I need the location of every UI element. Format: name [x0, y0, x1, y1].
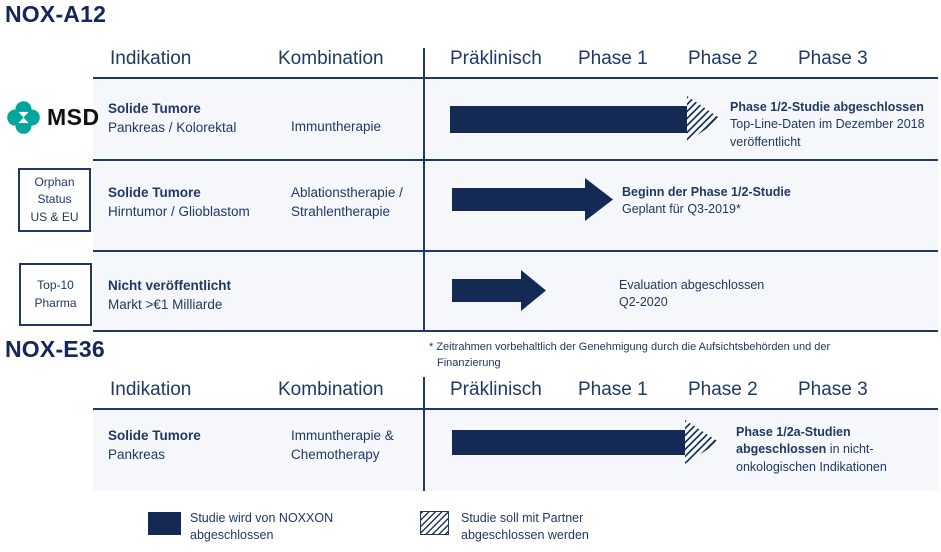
status-note-text: Top-Line-Daten im Dezember 2018 veröffen…: [730, 117, 925, 149]
section-title-nox-a12: NOX-A12: [5, 1, 107, 27]
indication-cell: Solide Tumore Pankreas / Kolorektal: [108, 99, 278, 137]
row-divider: [93, 159, 938, 161]
combination-cell: Immuntherapie: [291, 119, 382, 134]
arrow-bar: [452, 188, 585, 211]
progress-arrow-row1: [450, 96, 721, 142]
column-header-phase2: Phase 2: [688, 48, 758, 69]
hatched-arrowhead: [685, 420, 719, 464]
arrow-bar: [452, 429, 685, 455]
orphan-status-badge: Orphan Status US & EU: [18, 168, 91, 232]
status-note: Phase 1/2a-Studien abgeschlossen in nich…: [736, 424, 931, 476]
status-note-title: Beginn der Phase 1/2-Studie: [622, 185, 791, 199]
column-header-praeklinisch: Präklinisch: [450, 48, 542, 69]
table-bottom-line: [93, 330, 938, 332]
indication-sub: Hirntumor / Glioblastom: [108, 204, 250, 220]
indication-main: Nicht veröffentlicht: [108, 278, 232, 293]
status-note: Beginn der Phase 1/2-Studie Geplant für …: [622, 184, 862, 219]
column-header-phase3: Phase 3: [798, 48, 868, 69]
legend-solid-label: Studie wird von NOXXON abgeschlossen: [190, 511, 334, 542]
solid-arrowhead: [521, 270, 546, 311]
indication-sub: Pankreas: [108, 447, 166, 463]
column-header-kombination: Kombination: [278, 379, 384, 400]
indication-main: Solide Tumore: [108, 185, 201, 200]
hatched-arrowhead: [687, 96, 721, 142]
combination-cell: Ablationstherapie / Strahlentherapie: [291, 185, 403, 220]
legend-hatched-swatch: [420, 511, 449, 535]
progress-arrow-row2: [452, 178, 613, 221]
status-note-title: Phase 1/2-Studie abgeschlossen: [730, 100, 924, 114]
legend-solid-swatch: [148, 512, 181, 535]
indication-main: Solide Tumore: [108, 428, 201, 443]
msd-clover-icon: [7, 101, 40, 134]
progress-arrow-row3: [452, 270, 546, 311]
status-note-text: Geplant für Q3-2019*: [622, 202, 741, 217]
indication-cell: Solide Tumore Hirntumor / Glioblastom: [108, 183, 288, 221]
column-header-phase3: Phase 3: [798, 379, 868, 400]
status-note: Phase 1/2-Studie abgeschlossen Top-Line-…: [730, 99, 940, 151]
status-note: Evaluation abgeschlossen Q2-2020: [619, 277, 839, 312]
header-underline: [93, 408, 938, 410]
header-underline: [93, 77, 938, 79]
indication-main: Solide Tumore: [108, 101, 201, 116]
indication-cell: Solide Tumore Pankreas: [108, 426, 288, 464]
section-title-nox-e36: NOX-E36: [5, 336, 105, 362]
indication-cell: Nicht veröffentlicht Markt >€1 Milliarde: [108, 276, 288, 314]
column-header-phase1: Phase 1: [578, 48, 648, 69]
status-note-text: Evaluation abgeschlossen: [619, 278, 765, 292]
indication-sub: Pankreas / Kolorektal: [108, 120, 237, 136]
msd-logo-text: MSD: [47, 104, 100, 130]
column-header-praeklinisch: Präklinisch: [450, 379, 542, 400]
timeline-divider: [423, 48, 425, 332]
top10-pharma-badge: Top-10 Pharma: [19, 263, 92, 326]
column-header-phase2: Phase 2: [688, 379, 758, 400]
column-header-phase1: Phase 1: [578, 379, 648, 400]
indication-sub: Markt >€1 Milliarde: [108, 297, 223, 313]
legend-hatched-label: Studie soll mit Partner abgeschlossen we…: [461, 511, 589, 542]
status-note-text: in nicht-onkologischen Indikationen: [736, 442, 887, 474]
arrow-bar: [450, 105, 687, 133]
timeline-divider: [423, 377, 425, 491]
combination-cell: Immuntherapie & Chemotherapy: [291, 428, 394, 463]
solid-arrowhead: [585, 178, 613, 221]
msd-logo: MSD: [7, 101, 100, 134]
column-header-kombination: Kombination: [278, 48, 384, 69]
column-header-indikation: Indikation: [110, 379, 192, 400]
status-note-title: Phase 1/2a-Studien abgeschlossen: [736, 425, 851, 457]
progress-arrow-e36: [452, 420, 719, 464]
row-divider: [93, 250, 938, 252]
column-header-indikation: Indikation: [110, 48, 192, 69]
status-note-text2: Q2-2020: [619, 295, 668, 310]
footnote: * Zeitrahmen vorbehaltlich der Genehmigu…: [429, 341, 831, 369]
arrow-bar: [452, 279, 521, 302]
